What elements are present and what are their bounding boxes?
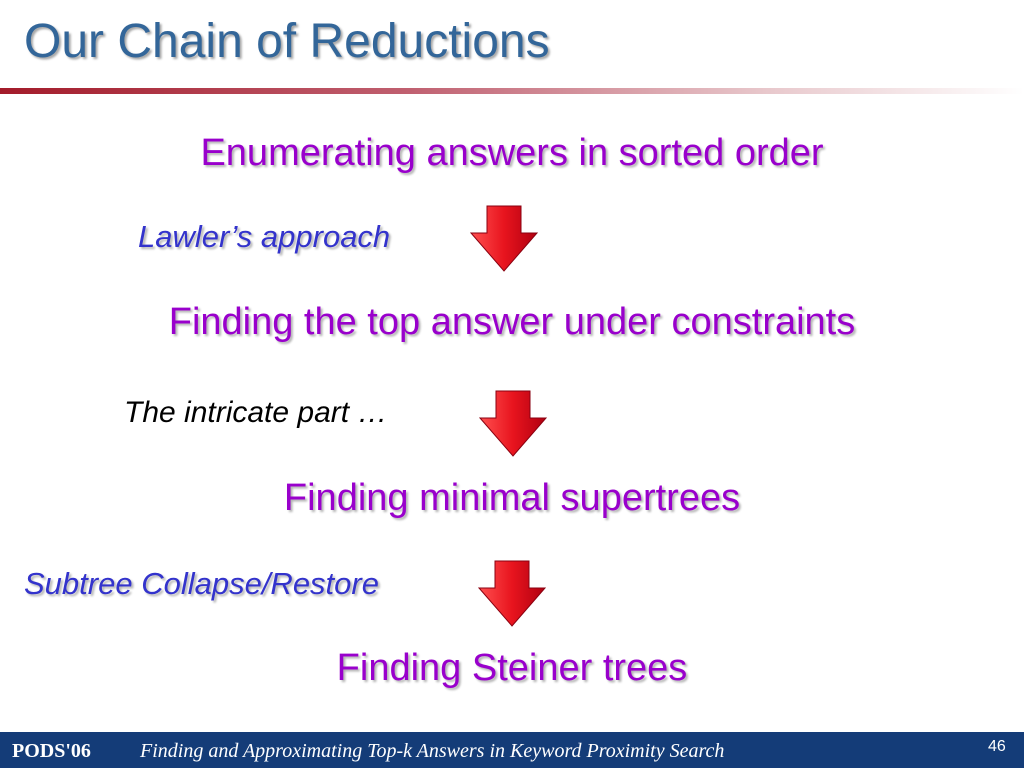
down-arrow-icon xyxy=(478,560,546,627)
step-enumerating: Enumerating answers in sorted order xyxy=(200,132,824,174)
down-arrow-icon xyxy=(479,390,547,457)
step-steiner-trees: Finding Steiner trees xyxy=(336,647,688,689)
down-arrow-icon xyxy=(470,205,538,272)
footer-paper-title: Finding and Approximating Top-k Answers … xyxy=(140,740,725,762)
footer-bar xyxy=(0,732,1024,768)
transition-intricate-part: The intricate part … xyxy=(124,396,388,429)
transition-lawlers-approach: Lawler’s approach xyxy=(138,219,391,254)
footer-venue: PODS'06 xyxy=(12,740,91,762)
step-minimal-supertrees: Finding minimal supertrees xyxy=(283,477,741,519)
page-number: 46 xyxy=(988,738,1006,755)
transition-subtree-collapse-restore: Subtree Collapse/Restore xyxy=(24,566,379,601)
slide-title: Our Chain of Reductions xyxy=(24,15,550,68)
step-top-answer-constraints: Finding the top answer under constraints xyxy=(168,301,856,343)
title-underline xyxy=(0,88,1024,94)
